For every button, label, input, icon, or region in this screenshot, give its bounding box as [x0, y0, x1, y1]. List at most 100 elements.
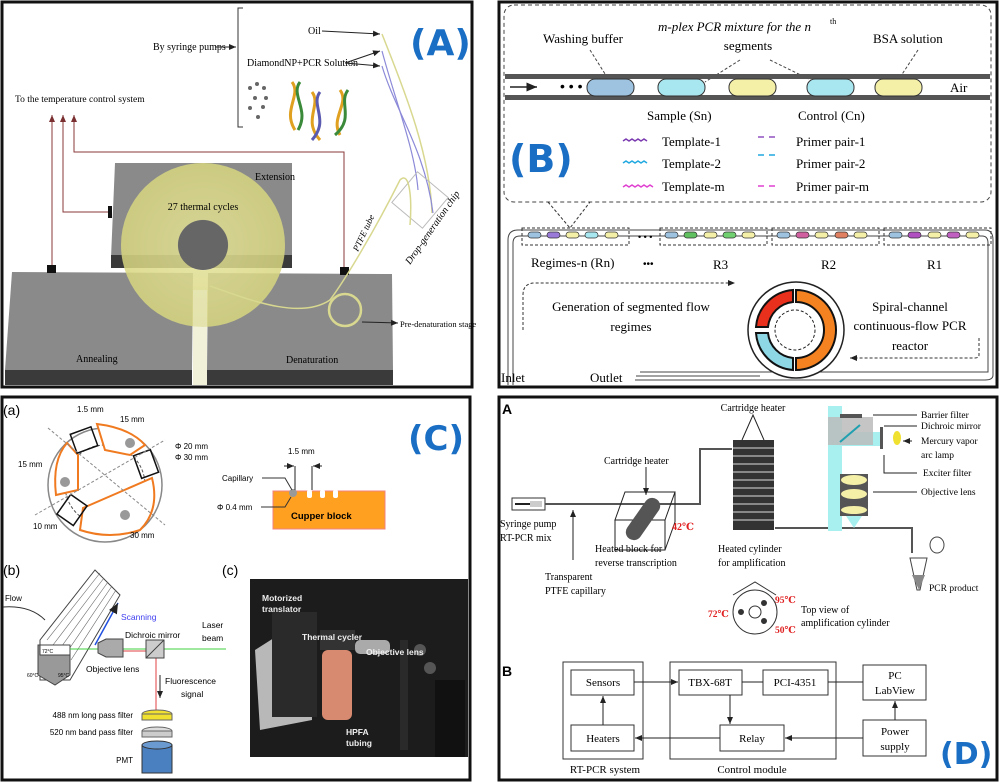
pc-label-1: PC: [888, 670, 901, 682]
objective-lens: [97, 638, 124, 658]
cylinder-top-view: [732, 581, 778, 635]
temp-95-label: 95℃: [775, 596, 796, 606]
reactor-label-2: continuous-flow PCR: [853, 318, 966, 333]
laser-label-2: beam: [202, 633, 223, 643]
block-gap-label: 1.5 mm: [288, 447, 315, 456]
regime-ellipsis: •••: [643, 259, 654, 270]
air-label: Air: [950, 80, 968, 95]
panel-d: A B (D) Cartridge heater Cartridge heate…: [497, 395, 999, 782]
dim-15mm-left: 15 mm: [18, 460, 43, 469]
temp-control-label: To the temperature control system: [15, 95, 145, 105]
photo-translator-1: Motorized: [262, 593, 302, 603]
laser-label-1: Laser: [202, 620, 223, 630]
pre-denaturation-label: Pre-denaturation stage: [400, 319, 476, 329]
pmt-label: PMT: [116, 756, 133, 765]
denaturation-label: Denaturation: [286, 355, 338, 366]
temp-72: 72°C: [42, 649, 54, 655]
generation-label-2: regimes: [610, 319, 651, 334]
template-m: Template-m: [662, 179, 725, 194]
temp-60: 60°C: [27, 673, 39, 679]
sub-b-label-d: B: [502, 663, 512, 679]
barrier-filter-label: Barrier filter: [921, 410, 970, 421]
ellipsis: • • •: [638, 232, 652, 242]
power-supply-block: [862, 719, 927, 757]
heated-cylinder: [733, 413, 774, 530]
mixture-superscript: th: [830, 17, 836, 26]
panel-b: Washing buffer m-plex PCR mixture for th…: [497, 0, 999, 389]
dim-phi30: Φ 30 mm: [175, 453, 208, 462]
outlet-label: Outlet: [590, 370, 623, 385]
exciter-filter-label: Exciter filter: [923, 468, 972, 479]
primer-1: Primer pair-1: [796, 134, 865, 149]
ptfe-label-2: PTFE capillary: [545, 586, 606, 597]
power-label-2: supply: [880, 741, 910, 753]
control-module-label: Control module: [717, 764, 786, 776]
pc-labview-block: [862, 664, 927, 701]
washing-droplet: [586, 78, 635, 97]
relay-label: Relay: [739, 733, 765, 745]
dim-phi20: Φ 20 mm: [175, 442, 208, 451]
template-1: Template-1: [662, 134, 721, 149]
control-droplet: [806, 78, 855, 97]
sensors-label: Sensors: [586, 677, 620, 689]
panel-d-label: (D): [940, 737, 992, 772]
setup-photo: [250, 579, 468, 757]
dim-15mm-top: 15 mm: [120, 415, 145, 424]
temp-95: 95°C: [58, 673, 70, 679]
heaters-block: [570, 724, 635, 752]
tbx-block: [678, 669, 743, 696]
heated-block-label-2: reverse transcription: [595, 558, 677, 569]
dim-30mm: 30 mm: [130, 531, 155, 540]
temp-50-label: 50℃: [775, 626, 796, 636]
spiral-reactor: [747, 281, 845, 379]
heated-block-label-1: Heated block for: [595, 544, 663, 555]
panel-a: (A) By syringe pumps Oil DiamondNP+PCR S…: [0, 0, 476, 389]
generation-label-1: Generation of segmented flow: [552, 299, 710, 314]
syringe-label-2: RT-PCR mix: [500, 533, 552, 544]
flow-label: Flow: [5, 594, 22, 603]
objective-lens-label: Objective lens: [921, 488, 976, 498]
fluorescence-label-2: signal: [181, 689, 203, 699]
mixture-label: m-plex PCR mixture for the n: [658, 19, 811, 34]
primer-m: Primer pair-m: [796, 179, 869, 194]
photo-tubing-1: HPFA: [346, 727, 369, 737]
syringe-label: By syringe pumps: [153, 42, 226, 53]
panel-b-border: [497, 0, 999, 389]
sub-a-label-d: A: [502, 401, 512, 417]
photo-translator-2: translator: [262, 604, 302, 614]
photo-tubing-2: tubing: [346, 738, 372, 748]
panel-a-label: (A): [410, 23, 471, 64]
pc-label-2: LabView: [875, 685, 915, 697]
ptfe-label-1: Transparent: [545, 572, 593, 583]
photo-cycler: Thermal cycler: [302, 632, 363, 642]
segments-label: segments: [724, 38, 772, 53]
reactor-label-1: Spiral-channel: [872, 299, 948, 314]
sub-a-label: (a): [3, 402, 20, 418]
panel-b-label: (B): [509, 137, 573, 181]
temp-42-label: 42℃: [672, 522, 694, 533]
sample-label: Sample (Sn): [647, 108, 712, 123]
sub-c-label: (c): [222, 562, 238, 578]
rtpcr-system-label: RT-PCR system: [570, 764, 641, 776]
syringe-label-1: Syringe pump: [500, 519, 556, 530]
nanoparticles-icon: [248, 82, 268, 119]
dna-helix-icon: [289, 81, 350, 142]
reactor-label-3: reactor: [892, 338, 929, 353]
heated-cylinder-label-1: Heated cylinder: [718, 544, 782, 555]
pcr-product-label: PCR product: [929, 584, 979, 594]
primer-2: Primer pair-2: [796, 156, 865, 171]
dichroic-label: Dichroic mirror: [125, 630, 180, 640]
dim-10mm: 10 mm: [33, 522, 58, 531]
temp-72-label: 72℃: [708, 610, 729, 620]
regime-1: R1: [927, 257, 942, 272]
drop-generation-chip: [391, 171, 449, 229]
cartridge-heater-top-label: Cartridge heater: [721, 403, 786, 414]
block-label: Cupper block: [291, 511, 352, 522]
filter-520-label: 520 nm band pass filter: [50, 728, 133, 737]
bsa-label: BSA solution: [873, 31, 943, 46]
copper-block: [272, 490, 386, 530]
pci-label: PCI-4351: [774, 677, 817, 689]
power-label-1: Power: [881, 726, 909, 738]
cartridge-heater-block-label: Cartridge heater: [604, 456, 669, 467]
